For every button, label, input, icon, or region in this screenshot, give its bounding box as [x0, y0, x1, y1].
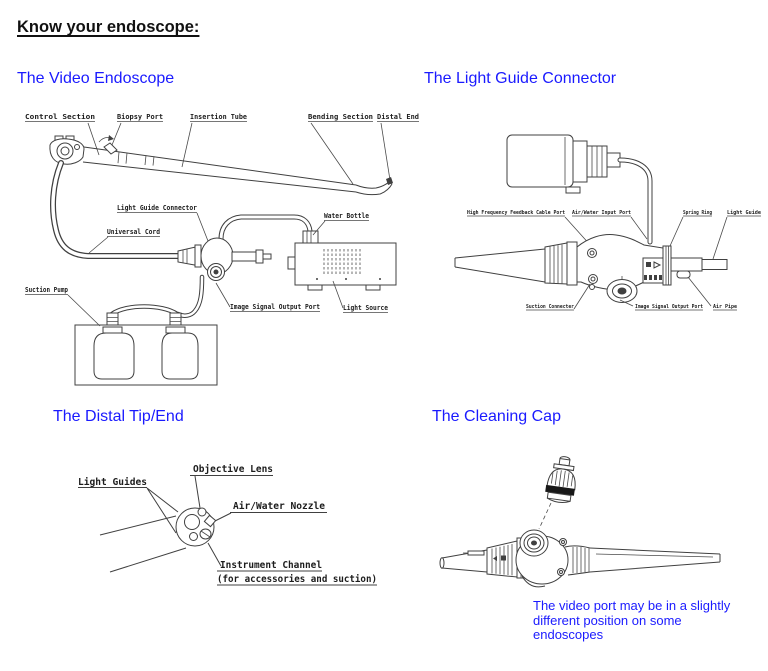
air-pipe-drawing — [676, 270, 691, 279]
label-light-guides: Light Guides — [78, 476, 147, 488]
distal-tip-labels: Objective Lens Light Guides Air/Water No… — [78, 463, 377, 586]
label-suction-pump: Suction Pump — [25, 286, 68, 294]
water-bottle-port-drawing — [302, 230, 319, 244]
video-endoscope-labels-bottom: Light Guide Connector Water Bottle Unive… — [25, 204, 388, 327]
label-air-water-input-port: Air/Water Input Port — [572, 210, 631, 216]
label-image-signal-output-port: Image Signal Output Port — [230, 303, 320, 311]
light-source-box-drawing — [287, 230, 397, 291]
cleaning-cap-scope-drawing — [439, 529, 721, 588]
label-lgc-image-signal-output-port: Image Signal Output Port — [635, 304, 703, 310]
label-spring-ring: Spring Ring — [683, 210, 712, 216]
lgc-labels-top: High Frequency Feedback Cable Port Air/W… — [467, 210, 761, 260]
label-bending-section: Bending Section — [308, 113, 373, 121]
label-light-source: Light Source — [343, 304, 388, 312]
light-guide-connector-diagram: High Frequency Feedback Cable Port Air/W… — [454, 134, 761, 311]
label-biopsy-port: Biopsy Port — [117, 113, 163, 121]
cap-pointer-dashed-line — [538, 502, 552, 530]
label-air-water-nozzle: Air/Water Nozzle — [233, 500, 325, 512]
distal-tip-face-drawing — [99, 507, 217, 573]
lgc-labels-bottom: Suction Connecter Image Signal Output Po… — [526, 276, 737, 311]
cleaning-cap-diagram — [439, 456, 721, 588]
video-endoscope-diagram: Control Section Biopsy Port Insertion Tu… — [25, 113, 419, 386]
high-frequency-port-drawing — [587, 248, 597, 258]
lgc-body-drawing — [454, 234, 728, 303]
heading-distal-tip: The Distal Tip/End — [53, 408, 184, 425]
heading-light-guide-connector: The Light Guide Connector — [424, 70, 617, 87]
cleaning-cap-drawing — [545, 456, 576, 503]
label-light-guide-connector: Light Guide Connector — [117, 204, 197, 212]
light-guide-opening-drawing — [184, 514, 200, 530]
label-universal-cord: Universal Cord — [107, 228, 160, 236]
label-insertion-tube: Insertion Tube — [190, 113, 247, 121]
heading-video-endoscope: The Video Endoscope — [17, 70, 175, 87]
connector-assembly-drawing — [177, 214, 313, 281]
label-objective-lens: Objective Lens — [193, 463, 273, 475]
bending-section-drawing — [355, 177, 393, 196]
biopsy-port-drawing — [98, 135, 118, 155]
control-section-drawing — [49, 135, 85, 165]
universal-cord-drawing — [50, 160, 181, 259]
label-instrument-channel: Instrument Channel — [220, 560, 322, 571]
suction-connecter-drawing — [588, 274, 598, 284]
label-distal-end: Distal End — [377, 113, 419, 121]
label-high-frequency-feedback-cable-port: High Frequency Feedback Cable Port — [467, 210, 565, 216]
label-water-bottle: Water Bottle — [324, 212, 369, 220]
suction-pump-drawing — [74, 274, 218, 386]
page-title: Know your endoscope: — [17, 18, 200, 36]
water-bottle-drawing — [506, 134, 653, 245]
label-air-pipe: Air Pipe — [713, 304, 737, 310]
heading-cleaning-cap: The Cleaning Cap — [432, 408, 561, 425]
video-endoscope-labels-top: Control Section Biopsy Port Insertion Tu… — [25, 113, 419, 185]
distal-tip-diagram: Objective Lens Light Guides Air/Water No… — [78, 463, 377, 586]
label-control-section: Control Section — [25, 113, 95, 121]
air-water-nozzle-drawing — [203, 514, 217, 528]
video-port-note: The video port may be in a slightly diff… — [533, 598, 731, 642]
label-instrument-channel-note: (for accessories and suction) — [217, 573, 377, 585]
insertion-tube-drawing — [82, 146, 357, 193]
light-guide-rod-drawing — [670, 257, 703, 272]
spring-ring-drawing — [662, 245, 672, 286]
label-suction-connecter: Suction Connecter — [526, 304, 574, 310]
label-light-guide: Light Guide — [727, 210, 761, 216]
objective-lens-drawing — [197, 507, 207, 517]
